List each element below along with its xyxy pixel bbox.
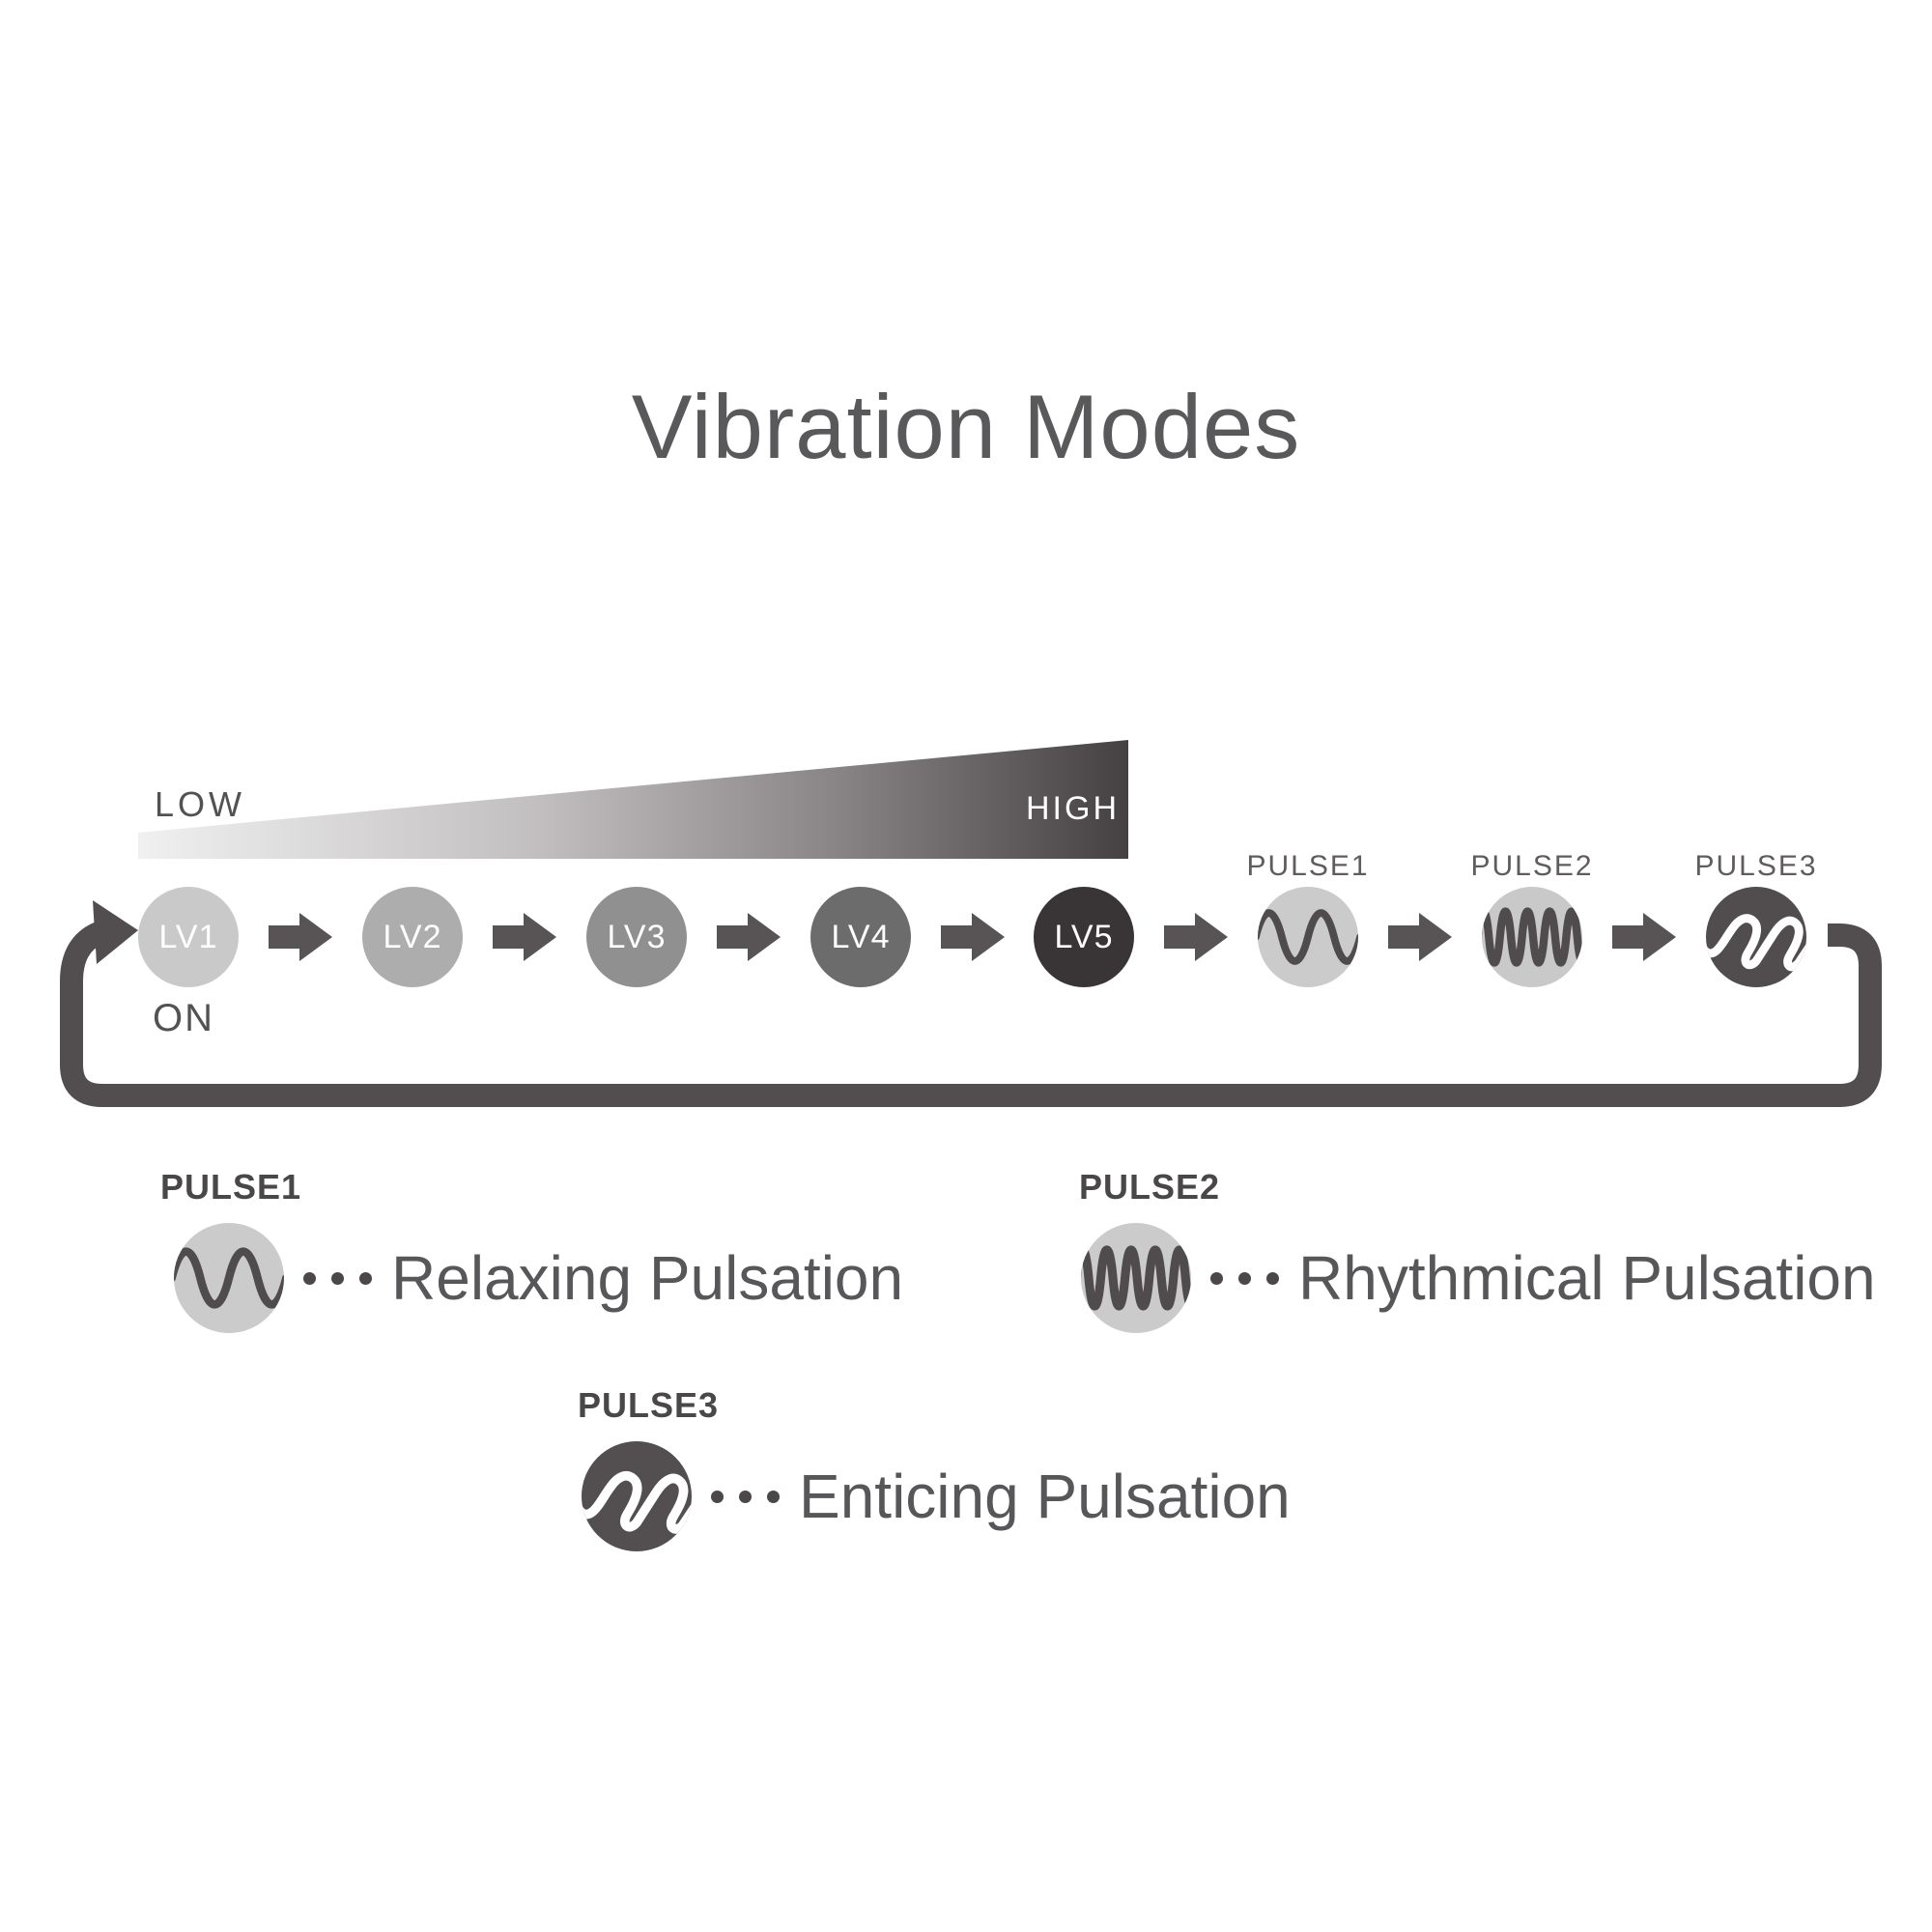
pulse-2-node xyxy=(1482,887,1582,987)
legend-pulse-2-item: Rhythmical Pulsation xyxy=(1081,1223,1876,1333)
step-arrow-icon xyxy=(493,913,556,961)
pulse-2-row-label: PULSE2 xyxy=(1470,850,1594,882)
cycle-loop-arrow-icon xyxy=(60,900,1882,1107)
level-3-node: LV3 xyxy=(586,887,687,987)
ellipsis-dots xyxy=(1210,1271,1279,1285)
pulse-1-row-label: PULSE1 xyxy=(1246,850,1370,882)
pulse-1-badge xyxy=(174,1223,284,1333)
ellipsis-dots xyxy=(711,1490,780,1503)
pulse-3-badge xyxy=(582,1441,692,1551)
pulse-3-node xyxy=(1706,887,1806,987)
step-arrow-icon xyxy=(1164,913,1228,961)
legend-pulse-3-label: PULSE3 xyxy=(578,1385,720,1425)
legend-pulse-1-label: PULSE1 xyxy=(160,1167,302,1207)
level-2-node: LV2 xyxy=(362,887,463,987)
pulse-1-description: Relaxing Pulsation xyxy=(391,1243,904,1313)
legend-pulse-3-item: Enticing Pulsation xyxy=(582,1441,1291,1551)
rounded-sawtooth-wave-icon xyxy=(582,1471,692,1534)
dense-sine-wave-icon xyxy=(1482,907,1582,967)
pulse-2-badge xyxy=(1081,1223,1191,1333)
page-title: Vibration Modes xyxy=(631,376,1301,477)
pulse-3-row-label: PULSE3 xyxy=(1694,850,1818,882)
level-5-node: LV5 xyxy=(1034,887,1134,987)
pulse-2-description: Rhythmical Pulsation xyxy=(1298,1243,1876,1313)
legend-pulse-2-label: PULSE2 xyxy=(1079,1167,1221,1207)
rounded-sawtooth-wave-icon xyxy=(1706,914,1806,972)
dense-sine-wave-icon xyxy=(1081,1245,1191,1311)
pulse-1-node xyxy=(1258,887,1358,987)
legend-pulse-1-item: Relaxing Pulsation xyxy=(174,1223,903,1333)
gentle-sine-wave-icon xyxy=(1258,909,1358,965)
low-intensity-label: LOW xyxy=(155,784,246,824)
on-label: ON xyxy=(153,997,214,1039)
ellipsis-dots xyxy=(303,1271,372,1285)
level-4-node: LV4 xyxy=(810,887,911,987)
level-1-node: LV1 xyxy=(138,887,239,987)
pulse-3-description: Enticing Pulsation xyxy=(799,1462,1291,1531)
intensity-gradient-wedge xyxy=(138,740,1128,859)
step-arrow-icon xyxy=(1388,913,1452,961)
gentle-sine-wave-icon xyxy=(174,1247,284,1309)
step-arrow-icon xyxy=(1612,913,1676,961)
step-arrow-icon xyxy=(717,913,781,961)
step-arrow-icon xyxy=(941,913,1005,961)
step-arrow-icon xyxy=(269,913,332,961)
high-intensity-label: HIGH xyxy=(1026,790,1120,827)
